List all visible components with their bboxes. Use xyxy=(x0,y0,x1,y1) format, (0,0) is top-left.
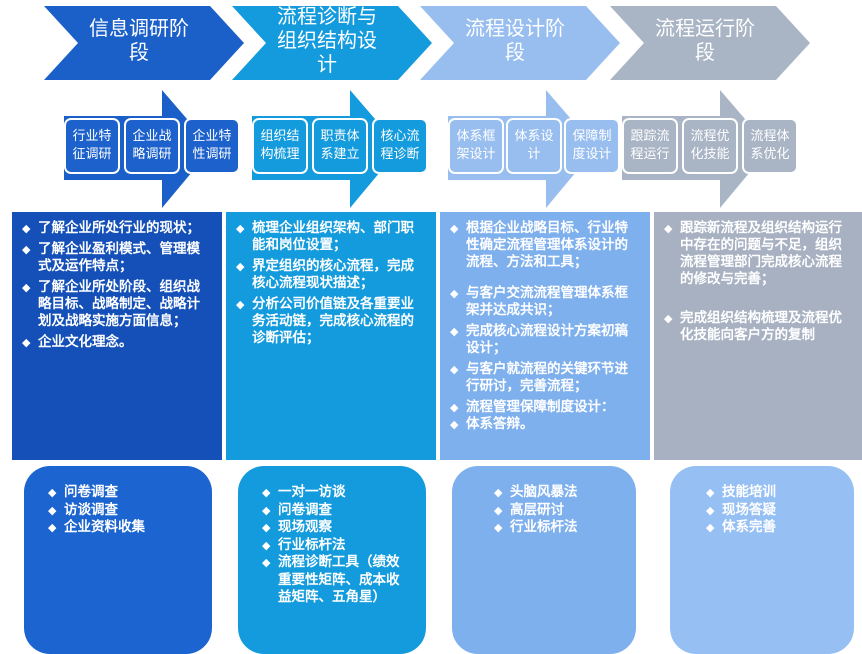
phase-3-description: 根据企业战略目标、行业特性确定流程管理体系设计的流程、方法和工具； 与客户交流流… xyxy=(440,212,650,460)
phase-1-methods: 问卷调查 访谈调查 企业资料收集 xyxy=(24,466,212,654)
phase-2-methods: 一对一访谈 问卷调查 现场观察 行业标杆法 流程诊断工具（绩效重要性矩阵、成本收… xyxy=(238,466,426,654)
phase-4-method-item: 技能培训 xyxy=(706,484,840,502)
phase-2-title: 流程诊断与组织结构设计 xyxy=(277,4,377,76)
phase-3-title: 流程设计阶段 xyxy=(465,16,565,64)
phase-4-desc-item: 完成组织结构梳理及流程优化技能向客户方的复制 xyxy=(664,310,850,344)
phase-2-method-item: 一对一访谈 xyxy=(262,484,412,502)
phase-3-desc-item: 与客户交流流程管理体系框架并达成共识； xyxy=(450,285,638,319)
phase-4-methods: 技能培训 现场答疑 体系完善 xyxy=(670,466,854,654)
phase-2-desc-item: 分析公司价值链及各重要业务活动链，完成核心流程的诊断评估； xyxy=(236,296,424,347)
phase-4-step-2: 流程优化技能 xyxy=(682,118,738,174)
phase-2-method-item: 问卷调查 xyxy=(262,502,412,520)
phase-1-method-item: 企业资料收集 xyxy=(48,519,198,537)
phase-column-4: 流程运行阶段 跟踪流程运行 流程优化技能 流程体系优化 xyxy=(610,0,862,654)
phase-2-desc-item: 梳理企业组织架构、部门职能和岗位设置； xyxy=(236,220,424,254)
phase-4-title: 流程运行阶段 xyxy=(655,16,755,64)
phase-1-chevron-shape xyxy=(44,6,244,80)
phase-3-method-item: 行业标杆法 xyxy=(494,519,622,537)
phase-column-1: 信息调研阶段 行业特征调研 企业战略调研 企业特性调研 xyxy=(44,0,254,654)
phase-2-description: 梳理企业组织架构、部门职能和岗位设置； 界定组织的核心流程，完成核心流程现状描述… xyxy=(226,212,436,460)
phase-2-step-3: 核心流程诊断 xyxy=(372,118,428,174)
phase-3-desc-item: 体系答辩。 xyxy=(450,416,638,433)
phase-1-title: 信息调研阶段 xyxy=(89,16,189,64)
phase-1-desc-item: 企业文化理念。 xyxy=(22,334,210,351)
phase-1-step-1: 行业特征调研 xyxy=(64,118,120,174)
phase-3-step-2: 体系设计 xyxy=(506,118,562,174)
phase-3-desc-item: 流程管理保障制度设计： xyxy=(450,399,638,416)
phase-3-method-item: 头脑风暴法 xyxy=(494,484,622,502)
phase-2-method-item: 行业标杆法 xyxy=(262,537,412,555)
phase-3-step-3: 保障制度设计 xyxy=(564,118,620,174)
phase-2-method-item: 流程诊断工具（绩效重要性矩阵、成本收益矩阵、五角星） xyxy=(262,554,412,607)
phase-2-method-item: 现场观察 xyxy=(262,519,412,537)
phase-4-description: 跟踪新流程及组织结构运行中存在的问题与不足，组织流程管理部门完成核心流程的修改与… xyxy=(654,212,862,460)
phase-1-step-3: 企业特性调研 xyxy=(184,118,240,174)
phase-2-step-2: 职责体系建立 xyxy=(312,118,368,174)
phase-1-description: 了解企业所处行业的现状； 了解企业盈利模式、管理模式及运作特点； 了解企业所处阶… xyxy=(12,212,222,460)
phase-3-desc-item: 与客户就流程的关键环节进行研讨，完善流程； xyxy=(450,361,638,395)
phase-3-desc-item: 根据企业战略目标、行业特性确定流程管理体系设计的流程、方法和工具； xyxy=(450,220,638,271)
phase-1-method-item: 访谈调查 xyxy=(48,502,198,520)
phase-column-2: 流程诊断与组织结构设计 组织结构梳理 职责体系建立 核心流程诊断 xyxy=(232,0,442,654)
phase-3-method-item: 高层研讨 xyxy=(494,502,622,520)
phase-1-method-item: 问卷调查 xyxy=(48,484,198,502)
phase-2-desc-item: 界定组织的核心流程，完成核心流程现状描述； xyxy=(236,258,424,292)
phase-4-step-1: 跟踪流程运行 xyxy=(622,118,678,174)
phase-1-desc-item: 了解企业盈利模式、管理模式及运作特点； xyxy=(22,241,210,275)
phase-2-chevron-shape xyxy=(232,6,432,80)
phase-4-method-item: 体系完善 xyxy=(706,519,840,537)
phase-1-desc-item: 了解企业所处阶段、组织战略目标、战略制定、战略计划及战略实施方面信息； xyxy=(22,279,210,330)
phase-4-step-3: 流程体系优化 xyxy=(742,118,798,174)
phase-4-chevron-shape xyxy=(610,6,810,80)
phase-4-method-item: 现场答疑 xyxy=(706,502,840,520)
phase-2-chevron: 流程诊断与组织结构设计 xyxy=(232,0,442,80)
phase-3-chevron-shape xyxy=(420,6,620,80)
phase-4-desc-item: 跟踪新流程及组织结构运行中存在的问题与不足，组织流程管理部门完成核心流程的修改与… xyxy=(664,220,850,288)
phase-3-chevron: 流程设计阶段 xyxy=(420,0,630,80)
phase-1-desc-item: 了解企业所处行业的现状； xyxy=(22,220,210,237)
phase-3-step-1: 体系框架设计 xyxy=(448,118,504,174)
phase-2-step-1: 组织结构梳理 xyxy=(252,118,308,174)
phase-3-desc-item: 完成核心流程设计方案初稿设计； xyxy=(450,323,638,357)
phase-1-step-2: 企业战略调研 xyxy=(124,118,180,174)
phase-3-methods: 头脑风暴法 高层研讨 行业标杆法 xyxy=(452,466,636,654)
phase-4-chevron: 流程运行阶段 xyxy=(610,0,820,80)
phase-1-chevron: 信息调研阶段 xyxy=(44,0,254,80)
phase-column-3: 流程设计阶段 体系框架设计 体系设计 保障制度设计 xyxy=(420,0,630,654)
